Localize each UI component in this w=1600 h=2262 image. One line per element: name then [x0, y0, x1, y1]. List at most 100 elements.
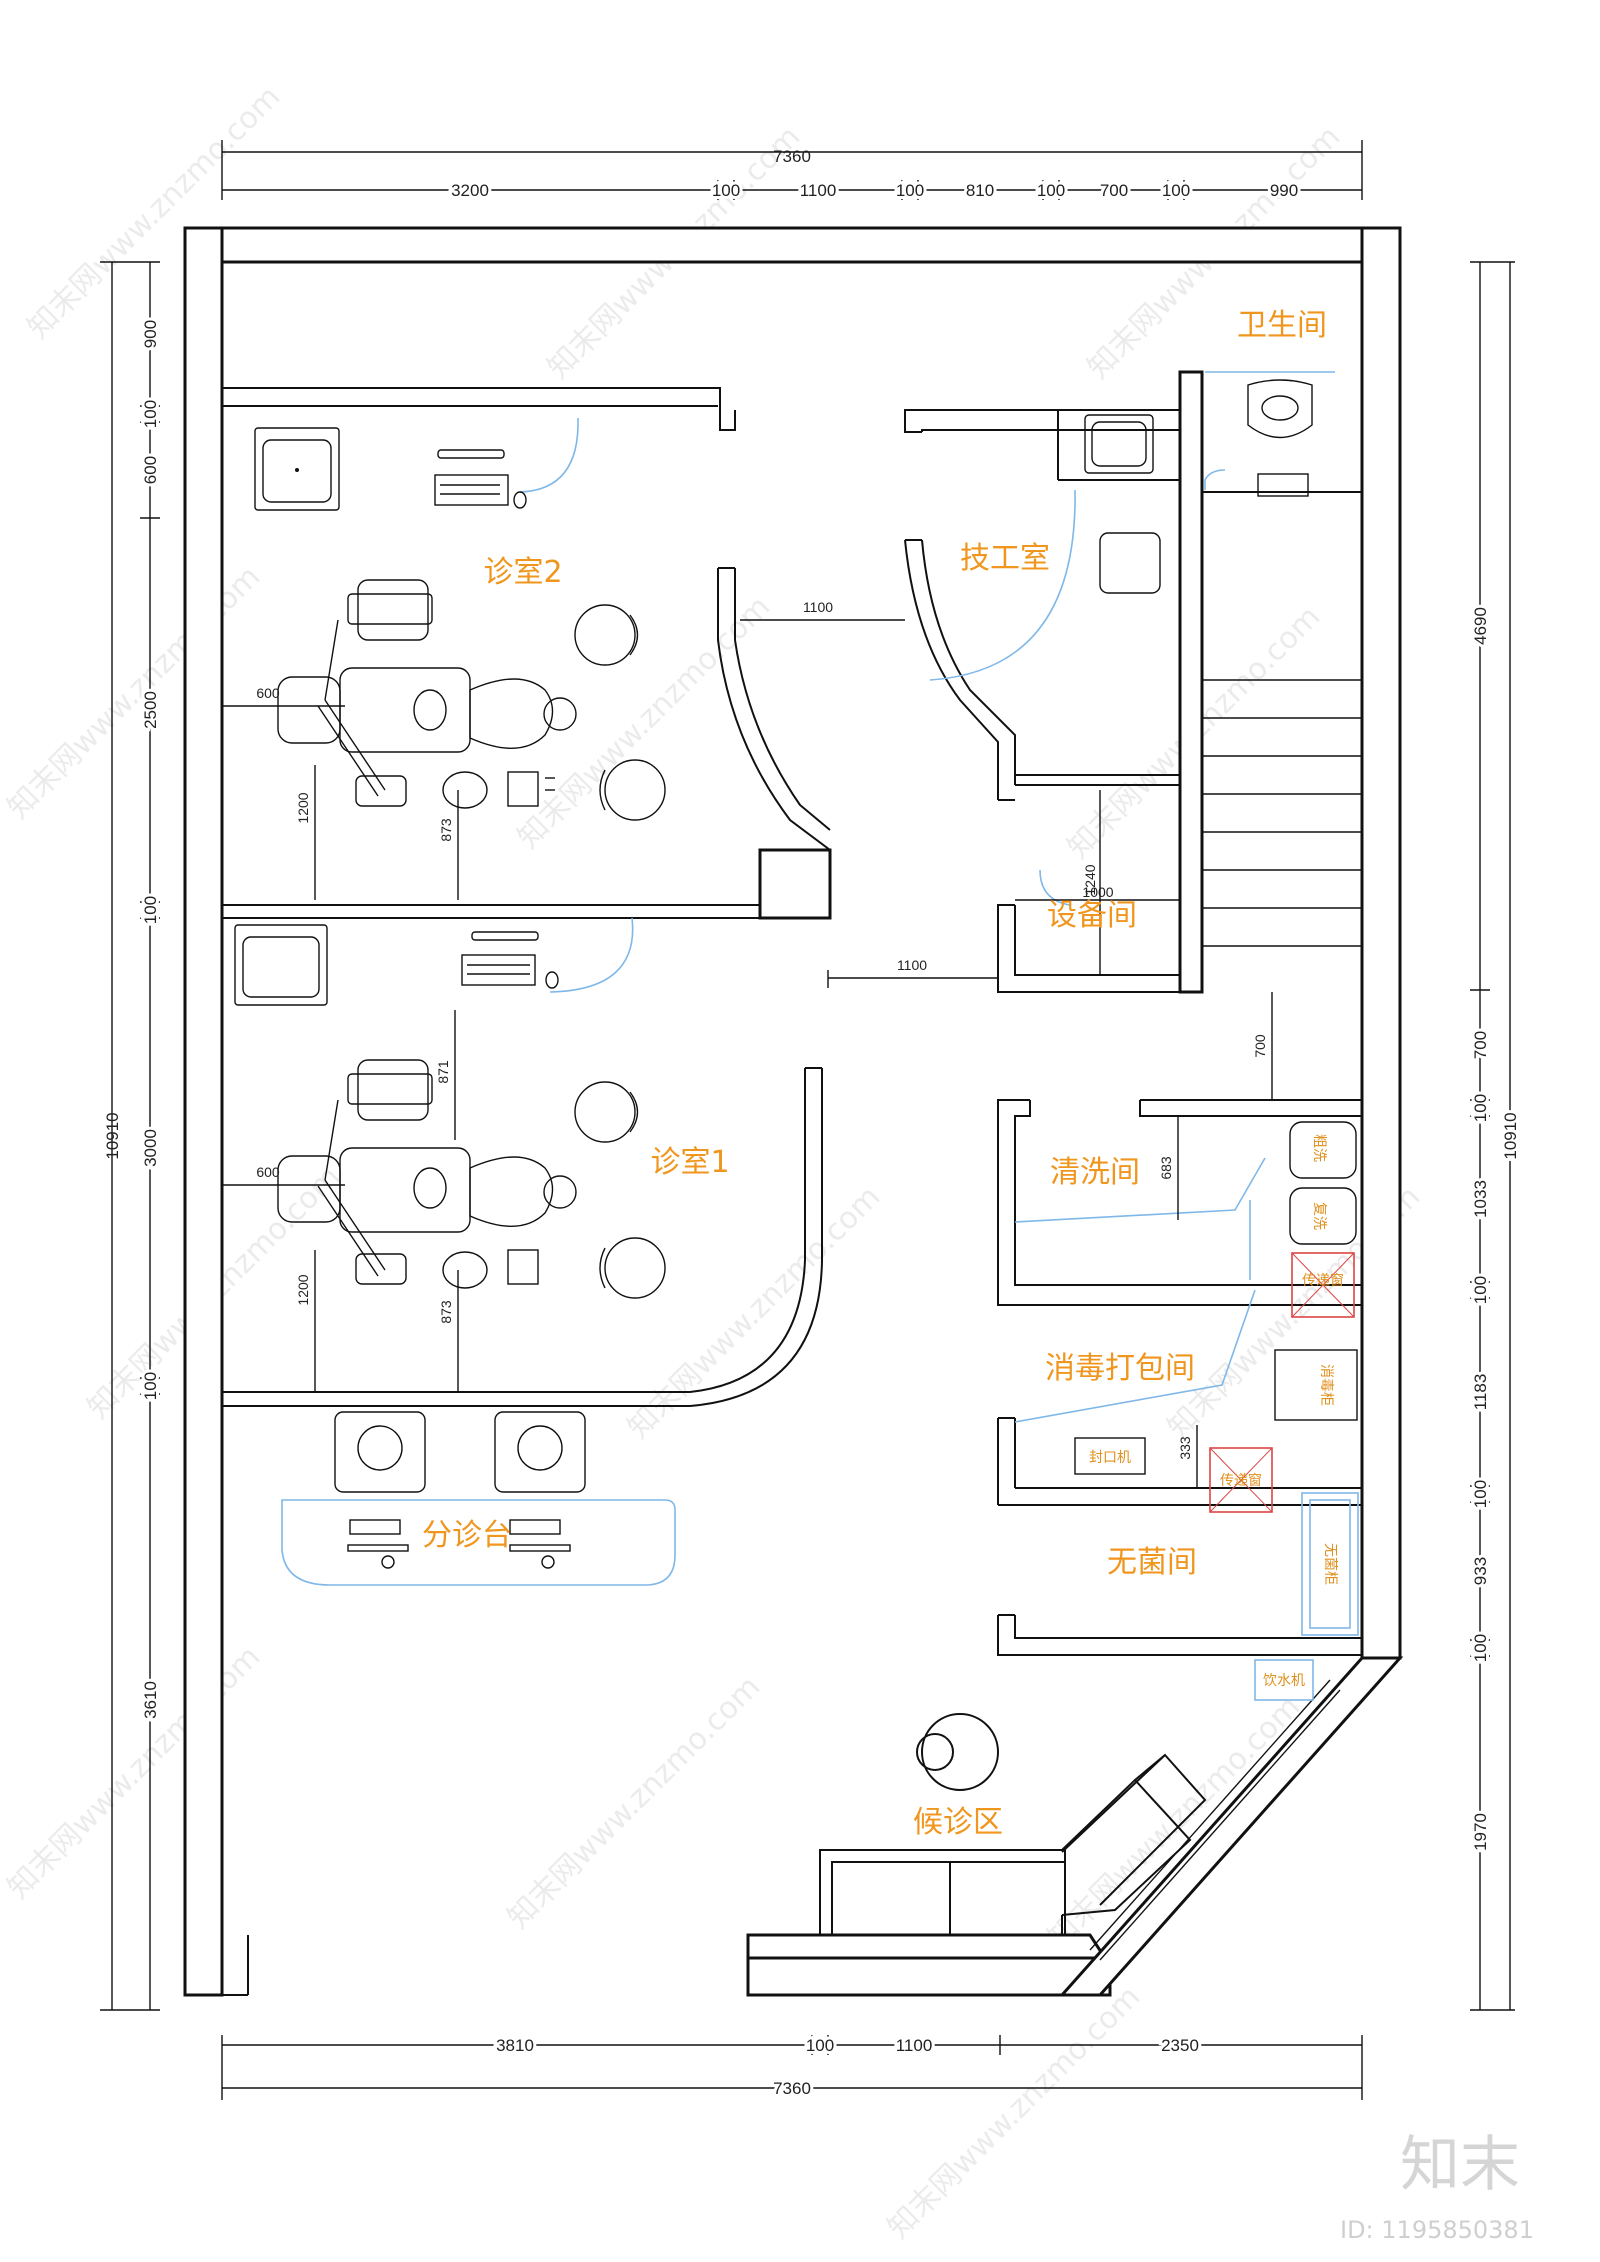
dental-chair-icon	[277, 579, 577, 809]
fixture-label-rough-wash: 粗洗	[1311, 1134, 1327, 1162]
dim-top-seg: 990	[1270, 181, 1298, 200]
dim-right-total: 10910	[1501, 1112, 1520, 1159]
dim-equip-1000: 1000	[1082, 884, 1113, 900]
room-label-equipment: 设备间	[1047, 898, 1137, 933]
dim-left-seg: 600	[141, 456, 160, 484]
equipment-room-walls	[997, 904, 1180, 993]
dim-top-total: 7360	[773, 147, 811, 166]
office-chair-icon	[494, 1411, 586, 1569]
monitor-icon	[437, 449, 505, 459]
dim-corridor-mid: 1100	[897, 957, 927, 973]
dim-room2-600: 600	[256, 685, 280, 701]
reception-desk	[281, 1499, 676, 1586]
sealer-machine	[1074, 1437, 1146, 1475]
dim-bottom-total: 7360	[773, 2079, 811, 2098]
tech-room-walls	[904, 370, 1362, 994]
dim-right-seg: 1183	[1471, 1374, 1490, 1411]
dim-right-seg: 1970	[1471, 1813, 1490, 1851]
fixture-label-pass-window-2: 传递窗	[1220, 1472, 1262, 1489]
room-label-disinfect: 消毒打包间	[1045, 1351, 1195, 1386]
dim-room2-1200: 1200	[295, 792, 311, 823]
waiting-area-furniture	[819, 1713, 1207, 1935]
dim-room1-600: 600	[256, 1164, 280, 1180]
dim-left-seg: 3000	[141, 1129, 160, 1167]
mouse-icon	[513, 491, 527, 509]
dim-right-seg: 100	[1471, 1276, 1490, 1304]
dim-left-seg: 3610	[141, 1681, 160, 1719]
fixture-labels: 粗洗 复洗 传递窗 消毒柜 封口机 传递窗 无菌柜 饮水机	[1089, 1134, 1344, 1689]
dim-top-seg: 3200	[451, 181, 489, 200]
brand-block: 知末 ID: 1195850381	[1340, 2130, 1534, 2244]
dim-left-seg: 900	[141, 320, 160, 348]
dim-right-seg: 933	[1471, 1557, 1490, 1585]
room-label-waiting: 候诊区	[913, 1805, 1003, 1840]
fixture-label-sealer: 封口机	[1089, 1450, 1131, 1466]
dim-right-seg: 700	[1471, 1031, 1490, 1059]
image-id: ID: 1195850381	[1340, 2216, 1534, 2244]
dim-room1-1200: 1200	[295, 1274, 311, 1305]
door-swings	[519, 371, 1335, 1423]
monitor-icon	[471, 931, 539, 941]
dim-passage-700: 700	[1252, 1034, 1268, 1058]
dim-left-seg: 100	[141, 1372, 160, 1400]
dim-top-seg: 810	[966, 181, 994, 200]
side-table-icon	[916, 1733, 954, 1771]
room-label-reception: 分诊台	[422, 1518, 512, 1553]
dim-sterile-333: 333	[1177, 1436, 1193, 1460]
office-chair-icon	[334, 1411, 426, 1569]
room-label-toilet: 卫生间	[1237, 308, 1327, 343]
stool-icon	[604, 1237, 666, 1299]
dimension-lines: 7360 3200 100 1100 100 810 100 700 100 9…	[100, 140, 1523, 2101]
room-label-room1: 诊室1	[650, 1145, 729, 1180]
stool-icon	[574, 604, 636, 666]
floor-drain-icon	[1257, 473, 1309, 497]
dim-left-seg: 2500	[141, 691, 160, 729]
outer-walls	[183, 226, 1404, 1997]
dim-top-seg: 1100	[800, 181, 837, 200]
sink-icon	[234, 924, 328, 1006]
dim-top-seg: 100	[1037, 181, 1065, 200]
watermark-text: 知末网www.znzmo.com	[501, 1669, 767, 1935]
dental-chair-icon	[277, 1059, 577, 1289]
stool-icon	[574, 1081, 636, 1143]
sink-icon	[1289, 1121, 1357, 1179]
brand-logo: 知末	[1400, 2130, 1520, 2200]
watermark-text: 知末网www.znzmo.com	[1, 559, 267, 825]
fixture-label-water-dispenser: 饮水机	[1263, 1673, 1305, 1689]
room1-furniture	[234, 924, 666, 1299]
dim-wash-683: 683	[1158, 1156, 1174, 1180]
dim-bottom-seg: 100	[806, 2036, 834, 2055]
dim-right-seg: 1033	[1471, 1180, 1490, 1218]
sink-icon	[254, 427, 340, 511]
watermark-text: 知末网www.znzmo.com	[881, 1979, 1147, 2245]
room2-furniture	[254, 427, 666, 821]
sofa-icon	[819, 1753, 1207, 1935]
room2-walls	[221, 387, 832, 920]
watermark-text: 知末网www.znzmo.com	[21, 79, 287, 345]
fixture-label-sterile-cabinet: 无菌柜	[1322, 1543, 1338, 1585]
dim-bottom-seg: 1100	[896, 2036, 933, 2055]
sink-icon	[1099, 532, 1161, 594]
dim-right-seg: 4690	[1471, 607, 1490, 645]
dim-bottom-seg: 2350	[1161, 2036, 1199, 2055]
pass-window-2	[1209, 1447, 1273, 1513]
keyboard-icon	[461, 954, 536, 986]
dim-equip-1240: 1240	[1082, 864, 1098, 895]
water-dispenser	[1254, 1659, 1314, 1701]
dim-bottom-seg: 3810	[496, 2036, 534, 2055]
side-table-icon	[921, 1713, 999, 1791]
dim-right-seg: 100	[1471, 1094, 1490, 1122]
dim-left-seg: 100	[141, 896, 160, 924]
pass-window-1	[1291, 1252, 1355, 1318]
watermark-text: 知末网www.znzmo.com	[1, 1639, 267, 1905]
room-label-sterile: 无菌间	[1107, 1545, 1197, 1580]
room-label-room2: 诊室2	[483, 555, 562, 590]
dim-left-seg: 100	[141, 400, 160, 428]
dim-top-seg: 100	[1162, 181, 1190, 200]
keyboard-icon	[434, 474, 509, 506]
sink-icon	[1084, 414, 1154, 474]
service-fixtures	[1074, 379, 1359, 1701]
service-rooms-walls	[997, 1099, 1362, 1656]
room-labels: 卫生间 技工室 诊室2 设备间 诊室1 清洗间 消毒打包间 分诊台 无菌间 候诊…	[422, 308, 1327, 1840]
